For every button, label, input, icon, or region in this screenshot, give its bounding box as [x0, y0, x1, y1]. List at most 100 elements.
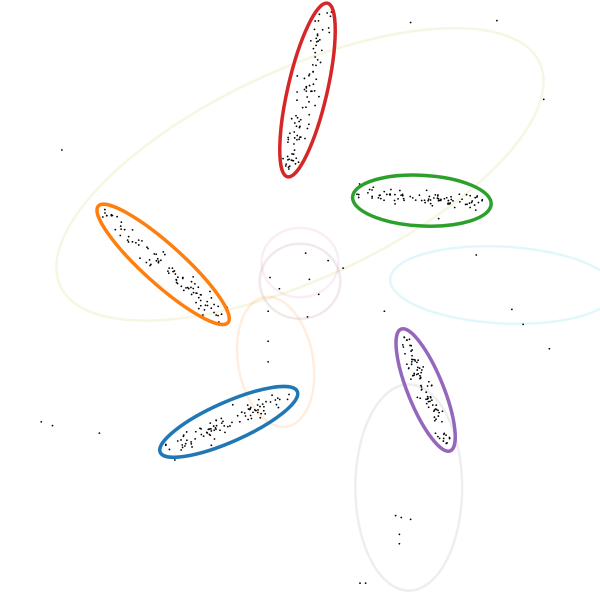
data-point-cluster-3 [287, 141, 289, 144]
data-point-cluster-1 [192, 291, 195, 294]
data-point-outlier [308, 278, 311, 281]
data-point-cluster-1 [167, 270, 169, 273]
data-point-cluster-0 [222, 420, 224, 423]
data-point-cluster-3 [282, 157, 284, 160]
data-point-cluster-1 [210, 297, 213, 299]
data-point-cluster-2 [464, 203, 467, 206]
data-point-cluster-1 [153, 253, 156, 255]
data-point-cluster-0 [286, 398, 289, 401]
data-point-cluster-2 [371, 189, 373, 191]
data-point-cluster-3 [313, 28, 316, 31]
data-point-cluster-4 [407, 367, 410, 370]
data-point-cluster-3 [295, 125, 298, 128]
data-point-cluster-3 [326, 12, 329, 14]
data-point-cluster-2 [450, 198, 453, 201]
data-point-cluster-0 [278, 398, 281, 401]
data-point-cluster-2 [379, 194, 381, 197]
data-point-cluster-2 [469, 206, 472, 209]
data-point-cluster-3 [318, 95, 320, 98]
data-point-cluster-2 [471, 200, 474, 202]
data-point-cluster-0 [244, 415, 247, 417]
data-point-cluster-1 [156, 257, 159, 260]
data-point-cluster-3 [305, 106, 307, 109]
data-point-cluster-1 [145, 261, 148, 264]
data-point-cluster-2 [403, 199, 405, 202]
data-point-cluster-0 [185, 431, 188, 433]
data-point-cluster-2 [434, 193, 437, 196]
data-point-cluster-1 [190, 280, 193, 283]
data-point-cluster-4 [448, 437, 451, 440]
data-point-cluster-1 [215, 314, 218, 316]
data-point-outlier [542, 98, 545, 101]
data-point-cluster-1 [163, 253, 166, 256]
data-point-cluster-0 [261, 403, 264, 406]
data-point-cluster-1 [141, 239, 143, 242]
data-point-outlier [98, 432, 101, 435]
data-point-cluster-0 [212, 425, 215, 427]
data-point-cluster-1 [131, 229, 134, 231]
data-point-cluster-3 [308, 74, 310, 77]
data-point-cluster-3 [284, 165, 287, 167]
data-point-cluster-1 [148, 258, 151, 261]
data-point-cluster-1 [172, 270, 174, 273]
data-point-cluster-1 [103, 208, 106, 211]
data-point-cluster-1 [206, 300, 209, 303]
data-point-cluster-0 [191, 446, 193, 448]
data-point-cluster-0 [231, 421, 233, 424]
data-point-cluster-0 [213, 429, 216, 432]
data-point-cluster-0 [250, 417, 253, 420]
data-point-cluster-3 [311, 63, 314, 66]
data-point-cluster-1 [195, 301, 197, 304]
data-point-cluster-1 [157, 260, 160, 263]
data-point-cluster-1 [181, 277, 184, 280]
data-point-cluster-4 [425, 402, 428, 405]
data-point-cluster-2 [453, 206, 456, 209]
data-point-cluster-0 [209, 427, 212, 430]
data-point-cluster-3 [308, 73, 311, 76]
data-point-cluster-0 [202, 435, 205, 437]
data-point-outlier [394, 514, 397, 517]
data-point-cluster-4 [413, 372, 416, 375]
data-point-cluster-3 [308, 100, 310, 103]
data-point-cluster-4 [426, 385, 429, 387]
data-point-cluster-1 [203, 308, 206, 311]
data-point-cluster-0 [263, 405, 265, 408]
data-point-cluster-4 [430, 384, 433, 387]
data-point-cluster-0 [257, 409, 259, 411]
data-point-cluster-0 [215, 424, 218, 427]
data-point-cluster-1 [110, 213, 113, 216]
data-point-cluster-3 [298, 138, 301, 141]
data-point-cluster-0 [276, 397, 279, 400]
data-point-cluster-2 [371, 195, 374, 198]
data-point-cluster-2 [449, 202, 452, 204]
data-point-cluster-0 [182, 435, 185, 438]
data-point-cluster-3 [288, 158, 291, 161]
data-point-cluster-3 [287, 138, 290, 141]
data-point-cluster-2 [398, 189, 401, 192]
data-point-cluster-1 [186, 286, 189, 289]
data-point-cluster-4 [445, 434, 447, 437]
data-point-cluster-1 [175, 278, 178, 281]
data-point-cluster-0 [249, 414, 252, 417]
data-point-cluster-1 [155, 259, 158, 262]
data-point-cluster-0 [180, 449, 183, 451]
data-point-cluster-4 [402, 346, 405, 348]
data-point-cluster-3 [316, 34, 319, 37]
data-point-outlier [400, 516, 403, 519]
data-point-cluster-4 [410, 378, 412, 381]
data-point-cluster-2 [461, 198, 463, 201]
data-point-cluster-3 [298, 136, 301, 139]
data-point-cluster-2 [429, 199, 432, 201]
data-point-cluster-1 [157, 261, 160, 264]
data-point-cluster-3 [315, 40, 318, 43]
data-point-outlier [278, 287, 281, 290]
data-point-cluster-0 [259, 405, 261, 408]
data-point-cluster-2 [450, 195, 452, 198]
data-point-cluster-2 [474, 196, 477, 199]
data-point-cluster-0 [194, 430, 197, 433]
data-point-cluster-2 [385, 193, 388, 196]
data-point-cluster-0 [255, 409, 257, 412]
data-point-cluster-1 [119, 225, 122, 228]
data-point-cluster-3 [305, 85, 308, 88]
data-point-cluster-2 [411, 196, 414, 199]
